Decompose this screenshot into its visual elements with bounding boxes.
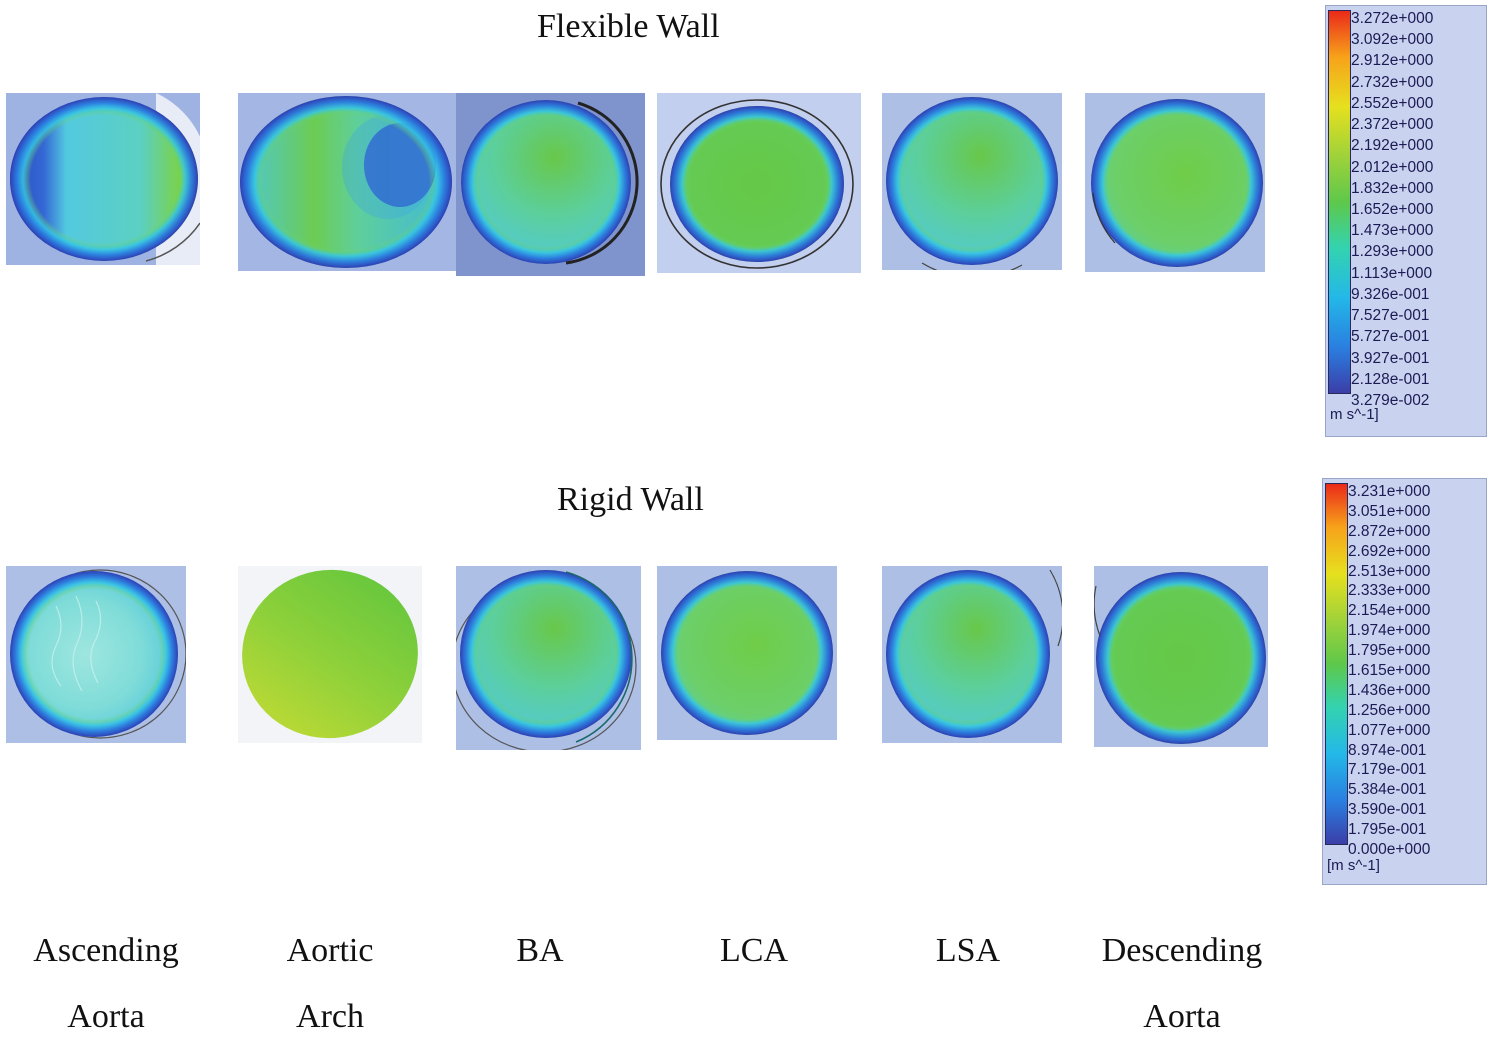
legend-tick-label: 1.795e-001	[1348, 821, 1427, 839]
legend-tick-label: 1.615e+000	[1348, 662, 1431, 679]
legend-unit: m s^-1]	[1330, 406, 1379, 423]
legend-tick-label: 3.590e-001	[1348, 801, 1427, 819]
title-flexible-wall: Flexible Wall	[537, 8, 720, 45]
rigid-aortic-arch-contour	[238, 566, 422, 743]
legend-color-bar	[1328, 10, 1351, 394]
flexible-wall-color-legend: 3.272e+000 3.092e+000 2.912e+000 2.732e+000…	[1325, 5, 1487, 437]
rigid-lsa-contour	[882, 566, 1062, 743]
flexible-aortic-arch-contour	[238, 93, 456, 271]
legend-tick-label: 2.732e+000	[1351, 73, 1434, 91]
location-label-ba: BA	[516, 932, 564, 969]
legend-tick-label: 1.832e+000	[1351, 179, 1434, 197]
flexible-ascending-aorta-contour	[6, 93, 200, 265]
legend-tick-label: 2.513e+000	[1348, 562, 1431, 580]
flexible-lsa-contour	[882, 93, 1062, 270]
legend-tick-label: 1.652e+000	[1351, 201, 1434, 218]
flexible-descending-aorta-contour	[1085, 93, 1265, 272]
legend-tick-label: 2.192e+000	[1351, 137, 1434, 155]
legend-tick-label: 2.012e+000	[1351, 158, 1434, 176]
legend-tick-label: 2.333e+000	[1348, 582, 1431, 600]
legend-unit: [m s^-1]	[1327, 857, 1380, 874]
legend-tick-label: 3.231e+000	[1348, 483, 1431, 500]
legend-tick-label: 1.795e+000	[1348, 642, 1431, 660]
legend-tick-label: 1.974e+000	[1348, 622, 1431, 640]
rigid-ba-contour	[456, 566, 641, 750]
legend-tick-label: 3.927e-001	[1351, 349, 1430, 367]
legend-tick-label: 7.527e-001	[1351, 307, 1430, 325]
rigid-wall-color-legend: 3.231e+000 3.051e+000 2.872e+000 2.692e+000…	[1322, 478, 1487, 885]
legend-tick-label: 2.912e+000	[1351, 52, 1434, 70]
legend-tick-label: 2.154e+000	[1348, 602, 1431, 620]
legend-tick-label: 3.092e+000	[1351, 31, 1434, 49]
legend-tick-label: 9.326e-001	[1351, 285, 1430, 303]
legend-tick-label: 2.872e+000	[1348, 522, 1431, 540]
legend-tick-label: 5.727e-001	[1351, 328, 1430, 346]
flexible-lca-contour	[657, 93, 861, 273]
location-label-lsa: LSA	[935, 932, 1001, 969]
legend-tick-label: 1.256e+000	[1348, 701, 1431, 719]
legend-tick-label: 1.077e+000	[1348, 721, 1431, 739]
legend-tick-label: 1.436e+000	[1348, 681, 1431, 699]
legend-tick-label: 1.473e+000	[1351, 222, 1434, 240]
legend-tick-label: 5.384e-001	[1348, 781, 1427, 799]
title-rigid-wall: Rigid Wall	[557, 481, 704, 518]
rigid-lca-contour	[657, 566, 837, 740]
legend-tick-label: 2.692e+000	[1348, 542, 1431, 560]
location-label-lca: LCA	[720, 932, 788, 969]
rigid-ascending-aorta-contour	[6, 566, 186, 743]
legend-tick-label: 2.552e+000	[1351, 94, 1434, 112]
legend-tick-label: 2.372e+000	[1351, 116, 1434, 134]
legend-tick-label: 3.279e-002	[1351, 392, 1430, 409]
rigid-descending-aorta-contour	[1094, 566, 1268, 747]
legend-color-bar	[1325, 483, 1348, 845]
legend-tick-label: 8.974e-001	[1348, 741, 1427, 759]
legend-tick-label: 1.113e+000	[1351, 264, 1433, 282]
legend-tick-label: 7.179e-001	[1348, 761, 1427, 779]
legend-tick-label: 2.128e-001	[1351, 370, 1430, 388]
legend-tick-label: 3.051e+000	[1348, 502, 1431, 520]
legend-tick-label: 1.293e+000	[1351, 243, 1434, 261]
flexible-ba-contour	[456, 93, 645, 276]
legend-tick-label: 3.272e+000	[1351, 10, 1434, 27]
legend-tick-label: 0.000e+000	[1348, 841, 1431, 858]
